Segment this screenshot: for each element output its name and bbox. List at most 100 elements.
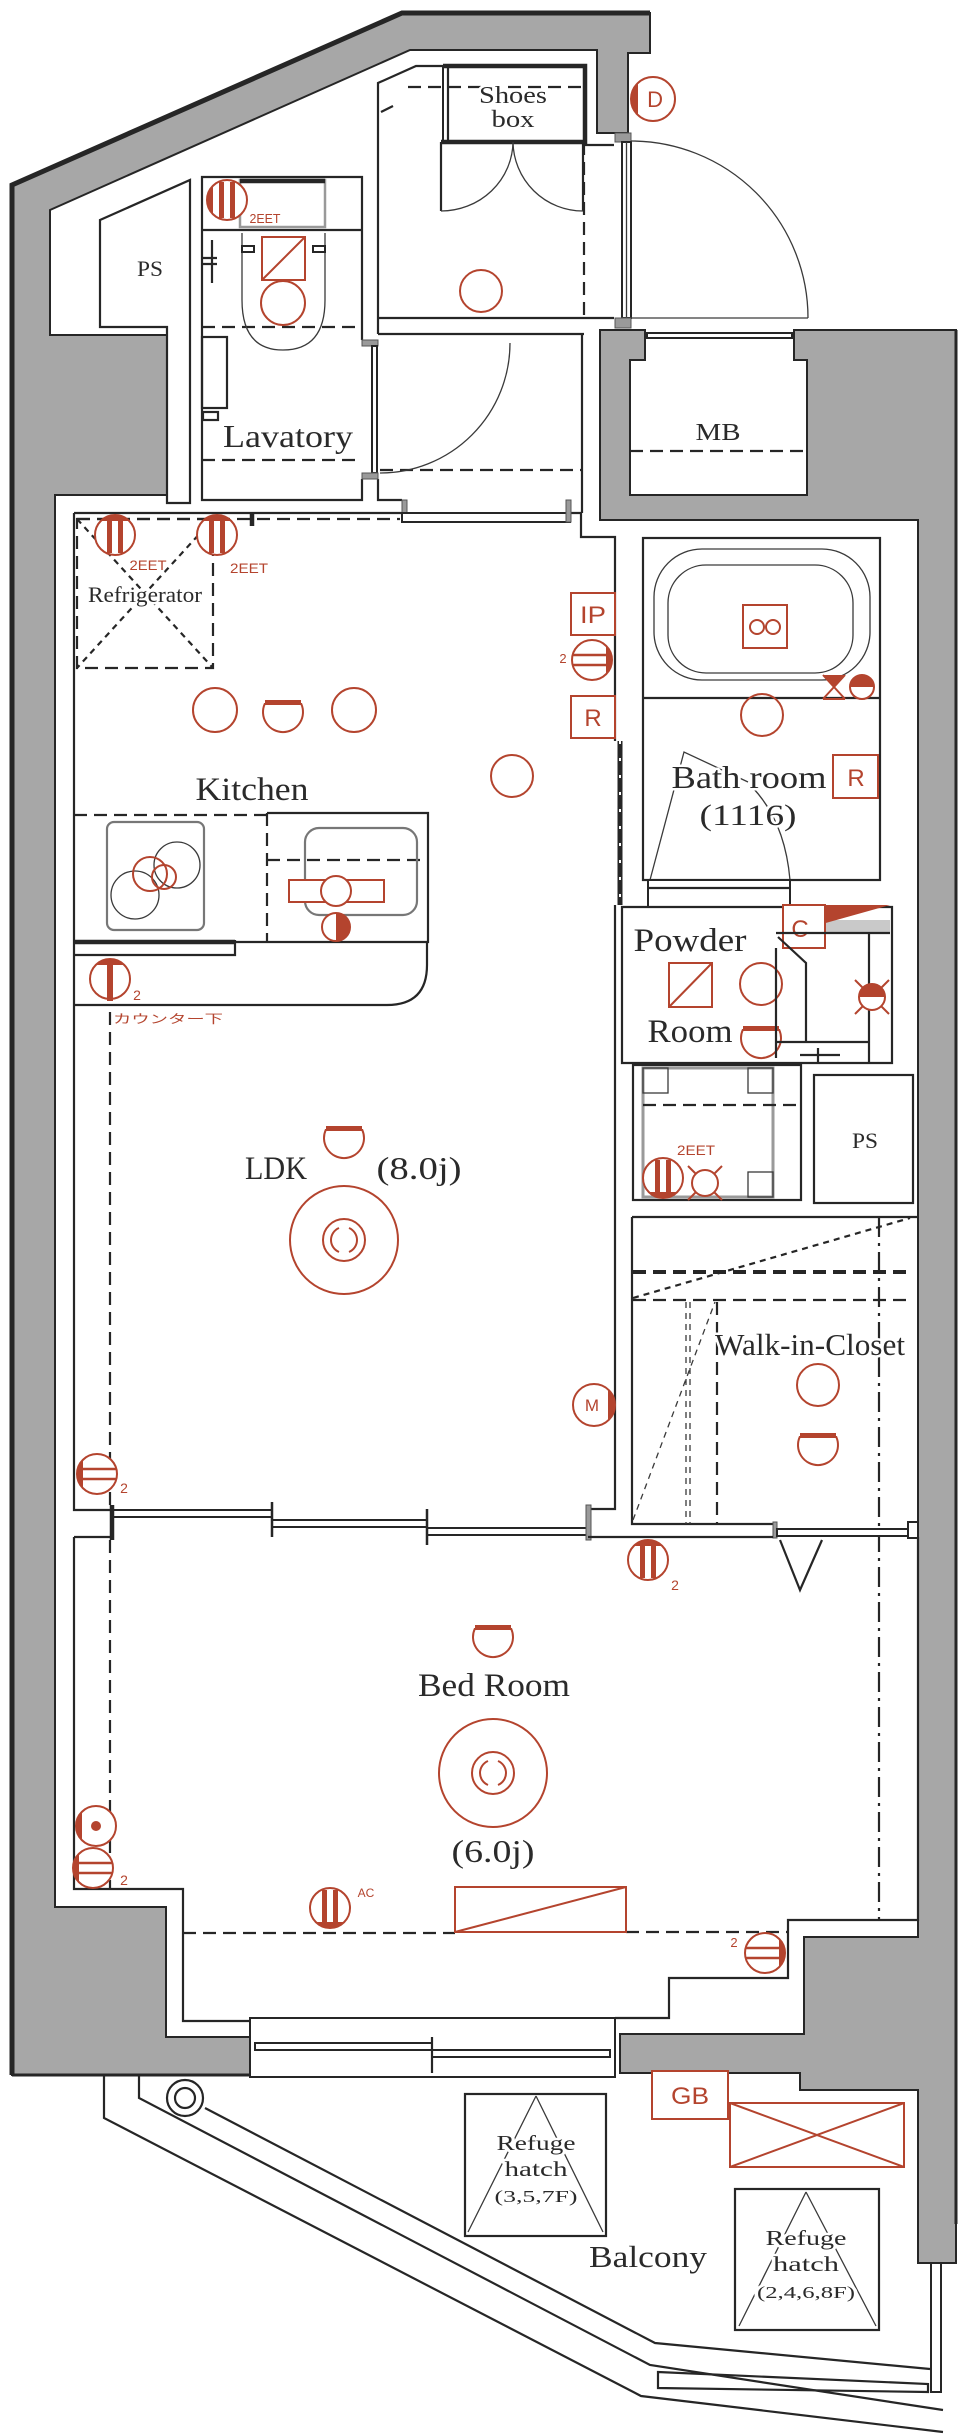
powder-room: Powder Room C [620, 904, 894, 1065]
multimedia-outlet-icon: M [572, 1383, 616, 1427]
outlet-circle [744, 1932, 786, 1974]
air-conditioner-icon [454, 1886, 627, 1933]
outer-wall-left-top [11, 12, 651, 2076]
shoes-box-label-2: box [492, 107, 535, 133]
washer-pan-corner [747, 1171, 774, 1198]
pipe-space-outline [812, 1073, 915, 1205]
bathtub-inner [667, 564, 854, 674]
entrance: Shoes box D [376, 63, 809, 513]
pendant-outer [289, 1185, 399, 1295]
gas-boiler-box [651, 2070, 729, 2120]
kitchen-counter-dashed [74, 813, 428, 942]
outlet-icon [309, 1887, 351, 1929]
balcony-window [249, 2017, 616, 2078]
lavatory: 2EET Lavatory [200, 175, 511, 502]
refuge-hatch-label-2: hatch [505, 2157, 569, 2181]
outlet-bars [745, 1946, 785, 1960]
ldk-walls [72, 511, 617, 1512]
outlet-circle [627, 1539, 669, 1581]
refuge-hatch-label-1: Refuge [497, 2131, 576, 2155]
sliding-door-jamb [585, 1504, 592, 1541]
gas-boiler-icon: GB [651, 2070, 729, 2120]
cooktop-plate [105, 820, 206, 932]
bathroom-label: Bath room [672, 759, 827, 795]
entrance-door-jamb [614, 132, 632, 143]
outlet-circle [72, 1847, 114, 1889]
lavatory-door-jamb [361, 472, 379, 480]
bracket-light-body [740, 1029, 782, 1060]
refuge-hatch-floors: (3,5,7F) [495, 2187, 578, 2206]
outlet-wall-cap [77, 1460, 83, 1488]
ceiling-light-icon [796, 1363, 840, 1407]
closet-side-shelf [632, 1301, 716, 1524]
sliding-door-stops [270, 1502, 429, 1545]
floor-drain-icon [800, 1048, 840, 1062]
outlet-wall-cap [207, 186, 213, 214]
door-phone-circle [630, 76, 676, 122]
outlet-circle [309, 1887, 351, 1929]
pipe-space-top: PS [98, 178, 192, 505]
washer-faucet-icon [854, 979, 890, 1015]
faucet-circle [691, 1169, 719, 1197]
bracket-light-icon [472, 1625, 514, 1659]
outlet-icon [196, 514, 238, 556]
outlet-circle [196, 514, 238, 556]
pendant-inner [322, 1218, 366, 1262]
outlet-bar [219, 182, 224, 218]
burner-heat [132, 856, 168, 892]
outlet-bar [666, 1160, 671, 1196]
door-phone-wall-cap [631, 83, 638, 115]
ceiling-light-icon [740, 693, 784, 737]
outlet-icon [744, 1932, 786, 1974]
air-conditioner-diagonal [454, 1886, 627, 1933]
ps-label: PS [137, 256, 163, 281]
multimedia-label: M [585, 1396, 599, 1415]
drain-hole [765, 619, 781, 635]
outlet-label: 2 [671, 1577, 679, 1593]
outlet-bar [118, 517, 123, 553]
pipe-space-outline [98, 178, 192, 505]
bathroom-size-label: (1116) [700, 799, 797, 832]
refuge-hatch-frame [733, 2187, 881, 2332]
outlet-circle [571, 639, 613, 681]
washer-area: 2EET [631, 1063, 803, 1202]
outlet-bar [209, 517, 214, 553]
outlet-wall-cap [606, 646, 612, 674]
sink-icon [288, 826, 419, 942]
refuge-hatch-label-1: Refuge [766, 2226, 847, 2250]
outlet-bar [651, 1542, 656, 1578]
window-sash [254, 2042, 433, 2051]
vanity-unit [774, 931, 890, 1063]
outlet-label: 2 [120, 1872, 128, 1888]
ldk-door-jamb [565, 499, 572, 523]
ps-label: PS [852, 1128, 878, 1153]
toilet-hinge [312, 245, 326, 253]
pendant-inner [471, 1751, 515, 1795]
lavatory-door-swing [379, 342, 511, 474]
outlet-bars [73, 1861, 113, 1875]
outlet-icon [627, 1539, 669, 1581]
multimedia-wall-cap [608, 1390, 615, 1420]
towel-bar [203, 240, 217, 283]
lavatory-door-leaf [371, 345, 378, 474]
closet-door [776, 1528, 909, 1537]
pendant-light-icon [438, 1718, 548, 1828]
outlet-icon [94, 514, 136, 556]
balcony-edge [102, 2075, 944, 2434]
vanity-top-band [826, 920, 890, 933]
burner [110, 870, 160, 920]
lavatory-label: Lavatory [223, 418, 353, 454]
closet-door-jamb [907, 1521, 919, 1539]
bedroom: 2 Bed Room (6.0j) 2 AC [72, 1535, 920, 2078]
remote-control-icon: R [570, 695, 616, 739]
washer-faucet-icon [687, 1165, 723, 1201]
door-phone-icon: D [630, 76, 676, 122]
bracket-light-icon [323, 1126, 365, 1160]
drain-outer [165, 2078, 205, 2118]
bracket-light-icon [797, 1433, 839, 1467]
faucet-head [320, 875, 352, 907]
walk-in-closet-label: Walk-in-Closet [715, 1327, 905, 1362]
ventilation-fan-icon [261, 236, 306, 281]
bracket-light-body [323, 1129, 365, 1160]
